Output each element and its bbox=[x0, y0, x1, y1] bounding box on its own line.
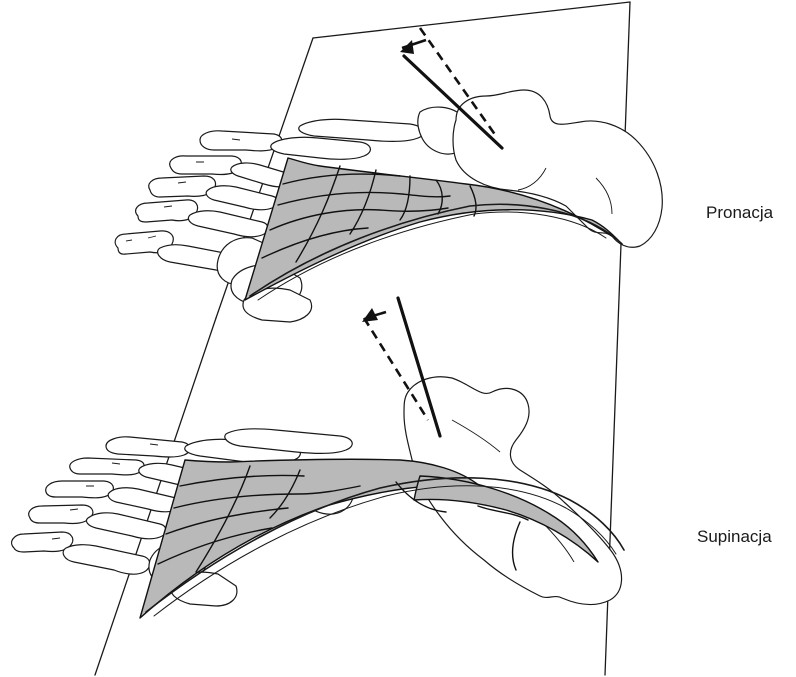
plane-top-edge bbox=[313, 2, 630, 38]
pronation-foot bbox=[115, 28, 662, 322]
supination-foot bbox=[12, 298, 624, 618]
pronation-label: Pronacja bbox=[706, 203, 773, 223]
supination-label: Supinacja bbox=[697, 527, 772, 547]
